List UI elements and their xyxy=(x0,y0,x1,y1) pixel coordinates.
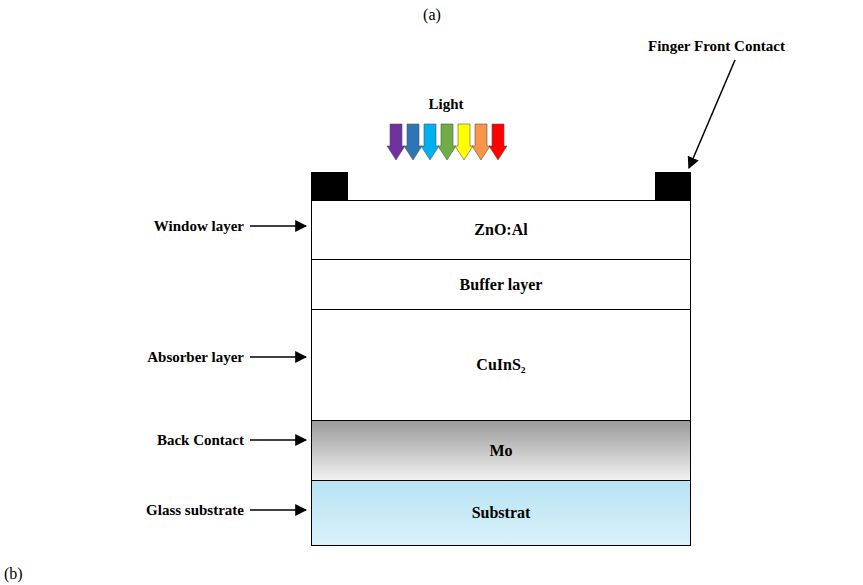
light-ray xyxy=(489,124,507,160)
layer-callout: Window layer xyxy=(154,218,244,235)
layer-callout: Back Contact xyxy=(157,432,244,449)
front-contact xyxy=(655,172,691,201)
light-ray xyxy=(387,124,405,160)
window-layer: ZnO:Al xyxy=(311,200,691,260)
light-label: Light xyxy=(428,96,463,113)
leader-arrow xyxy=(250,509,306,511)
buffer-layer: Buffer layer xyxy=(311,259,691,310)
light-ray xyxy=(472,124,490,160)
leader-arrow xyxy=(689,60,735,168)
layer-name: CuInS₂ xyxy=(476,356,525,374)
back-contact-layer: Mo xyxy=(311,420,691,481)
layer-callout: Absorber layer xyxy=(147,349,244,366)
layer-name: Substrat xyxy=(472,504,531,522)
leader-arrow xyxy=(250,439,306,441)
absorber-layer: CuInS₂ xyxy=(311,309,691,421)
callout-label: Finger Front Contact xyxy=(648,38,785,55)
light-ray xyxy=(455,124,473,160)
layer-name: ZnO:Al xyxy=(474,221,527,239)
light-ray xyxy=(421,124,439,160)
panel-label: (a) xyxy=(423,6,441,24)
layer-name: Buffer layer xyxy=(460,276,543,294)
layer-callout: Glass substrate xyxy=(146,502,244,519)
front-contact xyxy=(311,172,348,201)
layer-name: Mo xyxy=(489,442,512,460)
leader-arrow xyxy=(250,225,306,227)
panel-label: (b) xyxy=(4,565,23,583)
light-ray xyxy=(438,124,456,160)
light-ray xyxy=(404,124,422,160)
light-rays xyxy=(387,124,507,160)
leader-arrow xyxy=(250,356,306,358)
substrate-layer: Substrat xyxy=(311,480,691,546)
